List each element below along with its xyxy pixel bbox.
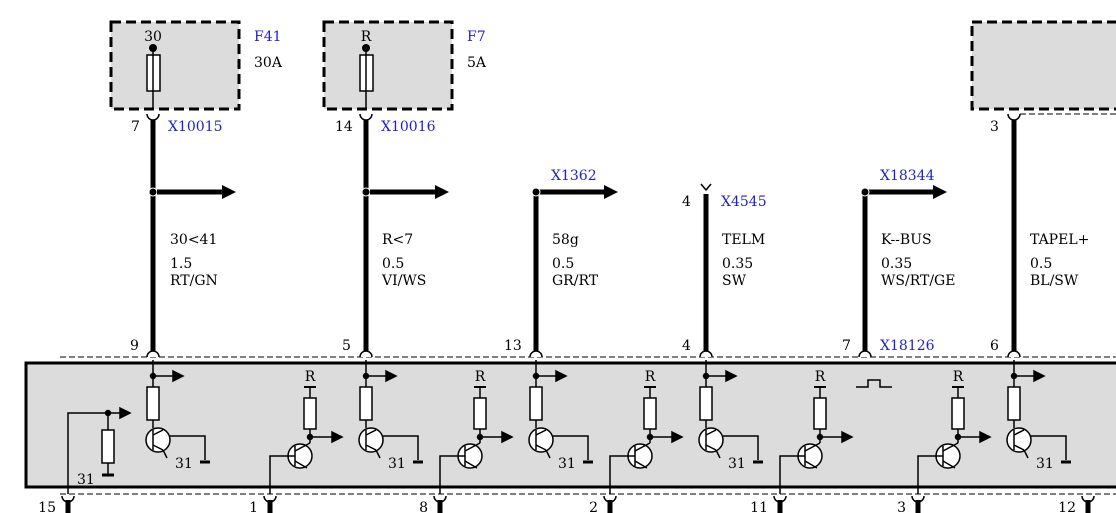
wire-signal: R<7 <box>382 232 413 248</box>
pin-number: 6 <box>990 338 999 354</box>
wire-size: 0.5 <box>382 256 404 272</box>
fuse-rating: 5A <box>467 55 487 71</box>
wire-signal: 30<41 <box>170 232 217 248</box>
wire-signal: TELM <box>722 232 765 248</box>
wire-tapel <box>1007 113 1021 355</box>
wire-color: BL/SW <box>1030 273 1079 289</box>
wire-r-7 <box>359 113 449 355</box>
wire-signal: 58g <box>552 232 579 248</box>
wire-label-r-7: R<7 0.5 VI/WS <box>381 232 426 289</box>
connector-id: X18344 <box>880 168 935 184</box>
lower-pin: 11 <box>750 495 787 513</box>
wire-color: GR/RT <box>552 273 599 289</box>
wire-size: 0.5 <box>552 256 574 272</box>
connector-id: X4545 <box>721 194 767 210</box>
pin-number: 7 <box>131 119 140 135</box>
lower-pin: 15 <box>38 495 75 513</box>
pin-number: 14 <box>335 119 353 135</box>
lower-pin: 8 <box>419 495 447 513</box>
connector-id: X10016 <box>381 119 436 135</box>
wire-label-tapel: TAPEL+ 0.5 BL/SW <box>1030 232 1089 289</box>
wire-signal: K--BUS <box>881 232 932 248</box>
output-driver-stage <box>528 360 593 464</box>
lower-pin: 12 <box>1058 495 1095 513</box>
ground-label: 31 <box>388 456 406 472</box>
pin-number: 3 <box>990 119 999 135</box>
upper-connection-caps <box>146 350 1021 358</box>
fuse-id: F41 <box>254 29 282 45</box>
connector-id: X1362 <box>551 168 597 184</box>
pin-number: 13 <box>504 338 522 354</box>
fuse-terminal-label: 30 <box>144 29 162 45</box>
output-driver-stage <box>698 360 763 464</box>
ground-label: 31 <box>1036 456 1054 472</box>
pin-number: 4 <box>682 338 691 354</box>
pin-number: 3 <box>897 500 906 513</box>
output-driver-stage <box>1006 360 1071 464</box>
wire-size: 0.5 <box>1030 256 1052 272</box>
resistor-label: R <box>953 369 964 385</box>
input-circuit-left <box>67 406 132 494</box>
wire-58g <box>531 185 618 355</box>
resistor-label: R <box>305 369 316 385</box>
pin-number: 4 <box>682 194 691 210</box>
component-box-right <box>970 20 1116 111</box>
pin-number: 5 <box>342 338 351 354</box>
ground-label: 31 <box>728 456 746 472</box>
wire-size: 0.35 <box>722 256 753 272</box>
pin-number: 8 <box>419 500 428 513</box>
pin-number: 7 <box>842 338 851 354</box>
pin-number: 12 <box>1058 500 1076 513</box>
lower-pin: 3 <box>897 495 925 513</box>
pin-number: 9 <box>130 338 139 354</box>
wire-color: RT/GN <box>170 273 218 289</box>
ground-label: 31 <box>77 472 95 488</box>
connector-id: X18126 <box>880 338 935 354</box>
resistor-label: R <box>815 369 826 385</box>
resistor-label: R <box>645 369 656 385</box>
ground-label: 31 <box>558 456 576 472</box>
wire-size: 1.5 <box>170 256 192 272</box>
pin-number: 1 <box>249 500 258 513</box>
input-stage <box>779 386 854 494</box>
pin-number: 2 <box>589 500 598 513</box>
connector-id: X10015 <box>168 119 223 135</box>
wire-size: 0.35 <box>881 256 912 272</box>
fuse-terminal-label: R <box>361 29 372 45</box>
fuse-id: F7 <box>467 29 486 45</box>
output-driver-stage <box>358 360 423 464</box>
fuse-box-f7: R <box>322 20 454 111</box>
wire-color: WS/RT/GE <box>881 273 955 289</box>
input-stage <box>439 386 514 494</box>
wire-label-k-bus: K--BUS 0.35 WS/RT/GE <box>881 232 955 289</box>
ground-label: 31 <box>175 456 193 472</box>
resistor-label: R <box>475 369 486 385</box>
fuse-box-f41: 30 <box>109 20 241 111</box>
pin-number: 15 <box>38 500 56 513</box>
wire-30-41 <box>146 113 236 355</box>
fuse-rating: 30A <box>254 55 283 71</box>
lower-pin: 2 <box>589 495 617 513</box>
wire-label-telm: TELM 0.35 SW <box>722 232 765 289</box>
wire-label-58g: 58g 0.5 GR/RT <box>552 232 599 289</box>
input-stage <box>609 386 684 494</box>
lower-pin: 1 <box>249 495 277 513</box>
output-driver-stage <box>145 360 210 464</box>
pin-number: 11 <box>750 500 768 513</box>
input-stage <box>269 386 344 494</box>
wire-color: VI/WS <box>381 273 426 289</box>
wire-telm <box>700 183 712 355</box>
bus-signal-symbol <box>856 379 892 388</box>
wire-label-30-41: 30<41 1.5 RT/GN <box>170 232 218 289</box>
input-stage <box>917 386 992 494</box>
wire-color: SW <box>722 273 747 289</box>
control-module <box>24 356 1116 495</box>
wire-signal: TAPEL+ <box>1030 232 1089 248</box>
wire-k-bus <box>860 185 947 355</box>
